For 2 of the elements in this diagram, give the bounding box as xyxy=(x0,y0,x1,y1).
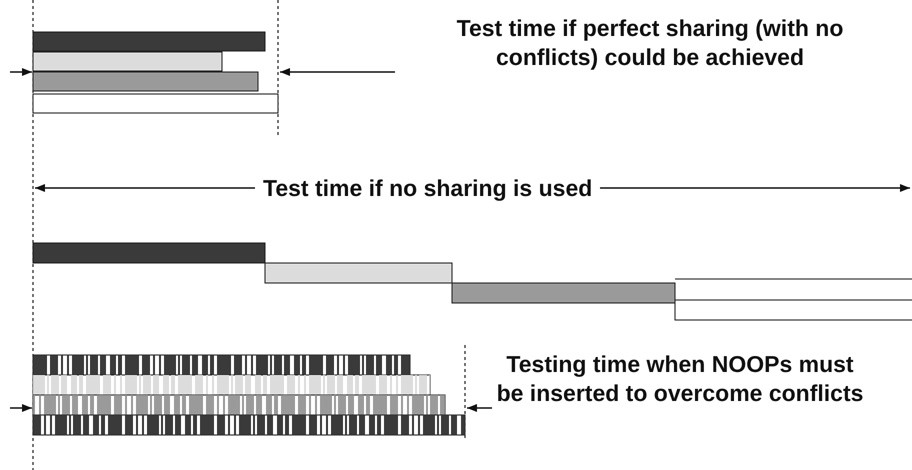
annotation-text: Testing time when NOOPs must be inserted to overcome conflicts xyxy=(496,350,864,408)
annotation-text: Test time if perfect sharing (with no conflicts) could be achieved xyxy=(456,14,844,72)
